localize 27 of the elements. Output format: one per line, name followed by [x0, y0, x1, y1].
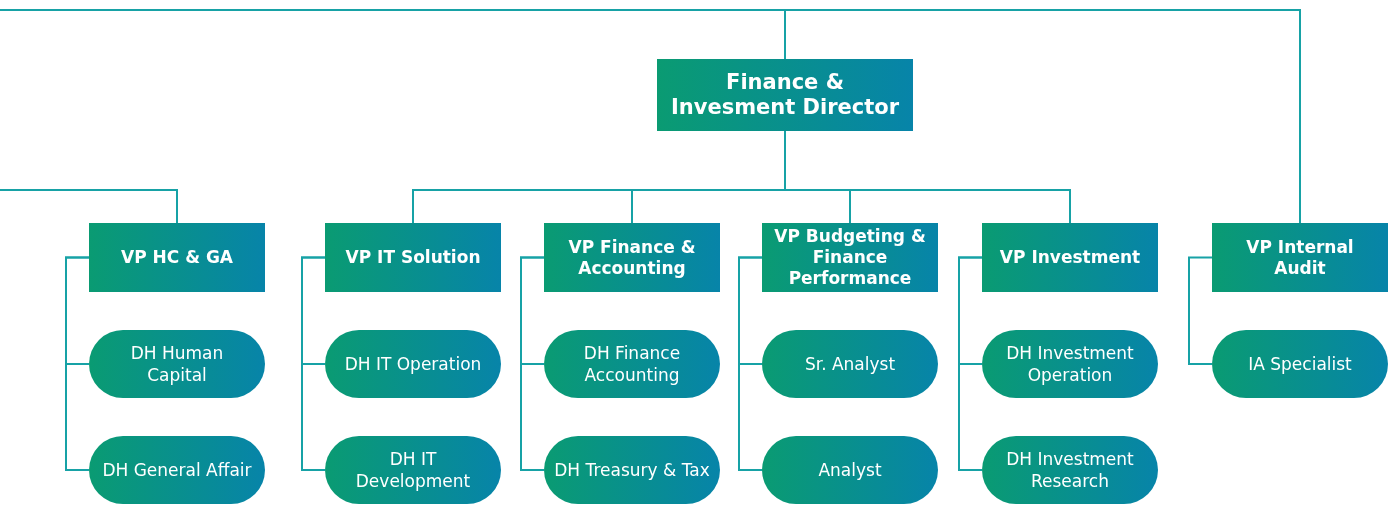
department-pill: DH Treasury & Tax — [544, 436, 720, 504]
department-pill: DH Investment Operation — [982, 330, 1158, 398]
department-pill: DH General Affair — [89, 436, 265, 504]
vp-box: VP HC & GA — [89, 223, 265, 292]
connector-line — [0, 9, 1301, 224]
vp-box: VP IT Solution — [325, 223, 501, 292]
department-pill: Analyst — [762, 436, 938, 504]
connector-line — [65, 256, 90, 471]
vp-box: VP Budgeting & Finance Performance — [762, 223, 938, 292]
department-pill: IA Specialist — [1212, 330, 1388, 398]
department-pill: Sr. Analyst — [762, 330, 938, 398]
connector-line — [520, 256, 545, 471]
connector-line — [958, 256, 983, 471]
department-pill: DH Human Capital — [89, 330, 265, 398]
director-box: Finance & Invesment Director — [657, 59, 913, 131]
connector-line — [1188, 256, 1213, 365]
department-pill: DH IT Operation — [325, 330, 501, 398]
connector-line — [0, 189, 178, 224]
department-pill: DH Finance Accounting — [544, 330, 720, 398]
vp-box: VP Finance & Accounting — [544, 223, 720, 292]
vp-box: VP Internal Audit — [1212, 223, 1388, 292]
vp-box: VP Investment — [982, 223, 1158, 292]
department-pill: DH IT Development — [325, 436, 501, 504]
connector-line — [784, 130, 1071, 224]
connector-line — [301, 256, 326, 471]
connector-line — [738, 256, 763, 471]
department-pill: DH Investment Research — [982, 436, 1158, 504]
